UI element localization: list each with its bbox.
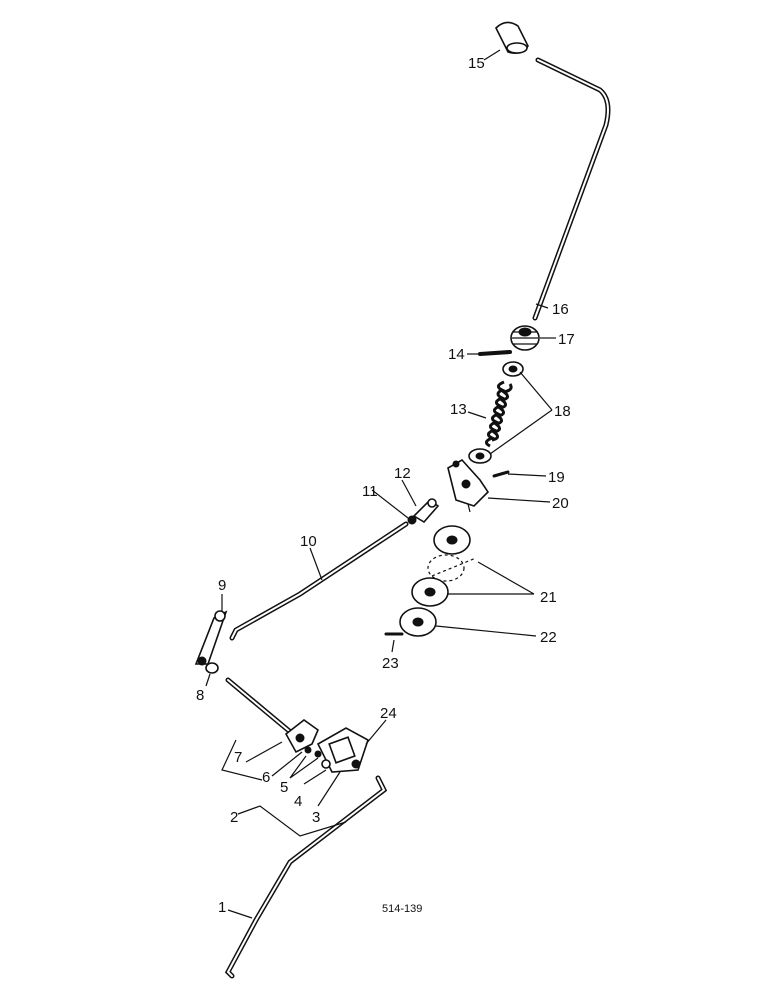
pin-19 [492,470,510,478]
callout-23: 23 [382,655,399,672]
callout-9: 9 [218,577,226,594]
callout-21: 21 [540,589,557,606]
disc-upper [433,525,471,555]
callout-3: 3 [312,809,320,826]
disc-lower [411,577,449,607]
callout-6: 6 [262,769,270,786]
callout-12: 12 [394,465,411,482]
pins-5-6 [304,746,322,758]
gear-lever-rod [532,57,611,321]
lower-rod [224,775,388,979]
mounting-bracket [316,727,369,773]
disc-middle-dashed [427,554,477,582]
callout-14: 14 [448,346,465,363]
figure-code: 514-139 [382,903,422,915]
leader-lines [205,49,556,919]
shift-fork [284,719,319,754]
callout-labels: 15 16 17 14 18 13 19 20 12 11 10 21 22 2… [196,55,575,916]
callout-13: 13 [450,401,467,418]
callout-15: 15 [468,55,485,72]
callout-16: 16 [552,301,569,318]
callout-4: 4 [294,793,302,810]
callout-22: 22 [540,629,557,646]
callout-18: 18 [554,403,571,420]
callout-1: 1 [218,899,226,916]
pin-14 [478,350,512,356]
callout-8: 8 [196,687,204,704]
callout-5: 5 [280,779,288,796]
parts-drawing [194,21,611,979]
callout-17: 17 [558,331,575,348]
callout-7: 7 [234,749,242,766]
washer-lower [468,448,492,464]
selector-rod [229,521,409,641]
selector-bracket [447,458,490,513]
callout-11: 11 [362,483,378,500]
callout-2: 2 [230,809,238,826]
cross-shaft [225,677,303,743]
washer-upper [502,361,524,377]
lock-nut [407,515,417,525]
coil-spring [485,380,513,448]
rod-clevis [412,498,440,524]
callout-10: 10 [300,533,317,550]
washer-8 [205,662,219,674]
disc-22 [399,607,437,637]
callout-19: 19 [548,469,565,486]
link-plate [194,610,228,666]
lever-boot [510,325,540,351]
callout-20: 20 [552,495,569,512]
lever-knob [495,21,529,54]
callout-24: 24 [380,705,397,722]
